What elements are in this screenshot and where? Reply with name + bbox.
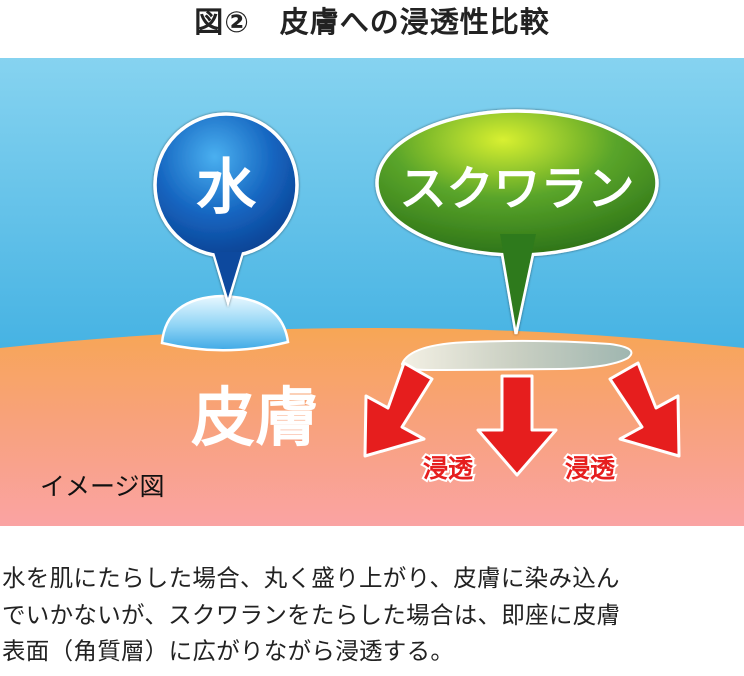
squalane-balloon-icon bbox=[375, 109, 659, 335]
diagram-scene: 水 スクワラン 皮膚 浸透 浸透 イメージ図 bbox=[0, 58, 744, 526]
oil-puddle-icon bbox=[400, 339, 633, 372]
figure-title: 図② 皮膚への浸透性比較 bbox=[194, 5, 550, 39]
red-arrow-icon bbox=[363, 361, 681, 477]
skin-label: 皮膚 bbox=[191, 382, 319, 454]
water-balloon-icon bbox=[153, 112, 299, 308]
caption-line-3: 表面（角質層）に広がりながら浸透する。 bbox=[2, 637, 455, 665]
squalane-label: スクワラン bbox=[400, 162, 635, 215]
image-note: イメージ図 bbox=[40, 473, 165, 501]
caption-line-1: 水を肌にたらした場合、丸く盛り上がり、皮膚に染み込ん bbox=[2, 564, 620, 592]
water-label: 水 bbox=[196, 154, 257, 221]
penetration-label-right: 浸透 bbox=[565, 455, 616, 483]
caption: 水を肌にたらした場合、丸く盛り上がり、皮膚に染み込ん でいかないが、スクワランを… bbox=[2, 560, 742, 670]
penetration-label-left: 浸透 bbox=[423, 455, 474, 483]
caption-line-2: でいかないが、スクワランをたらした場合は、即座に皮膚 bbox=[2, 600, 621, 629]
water-droplet-icon bbox=[160, 294, 290, 352]
